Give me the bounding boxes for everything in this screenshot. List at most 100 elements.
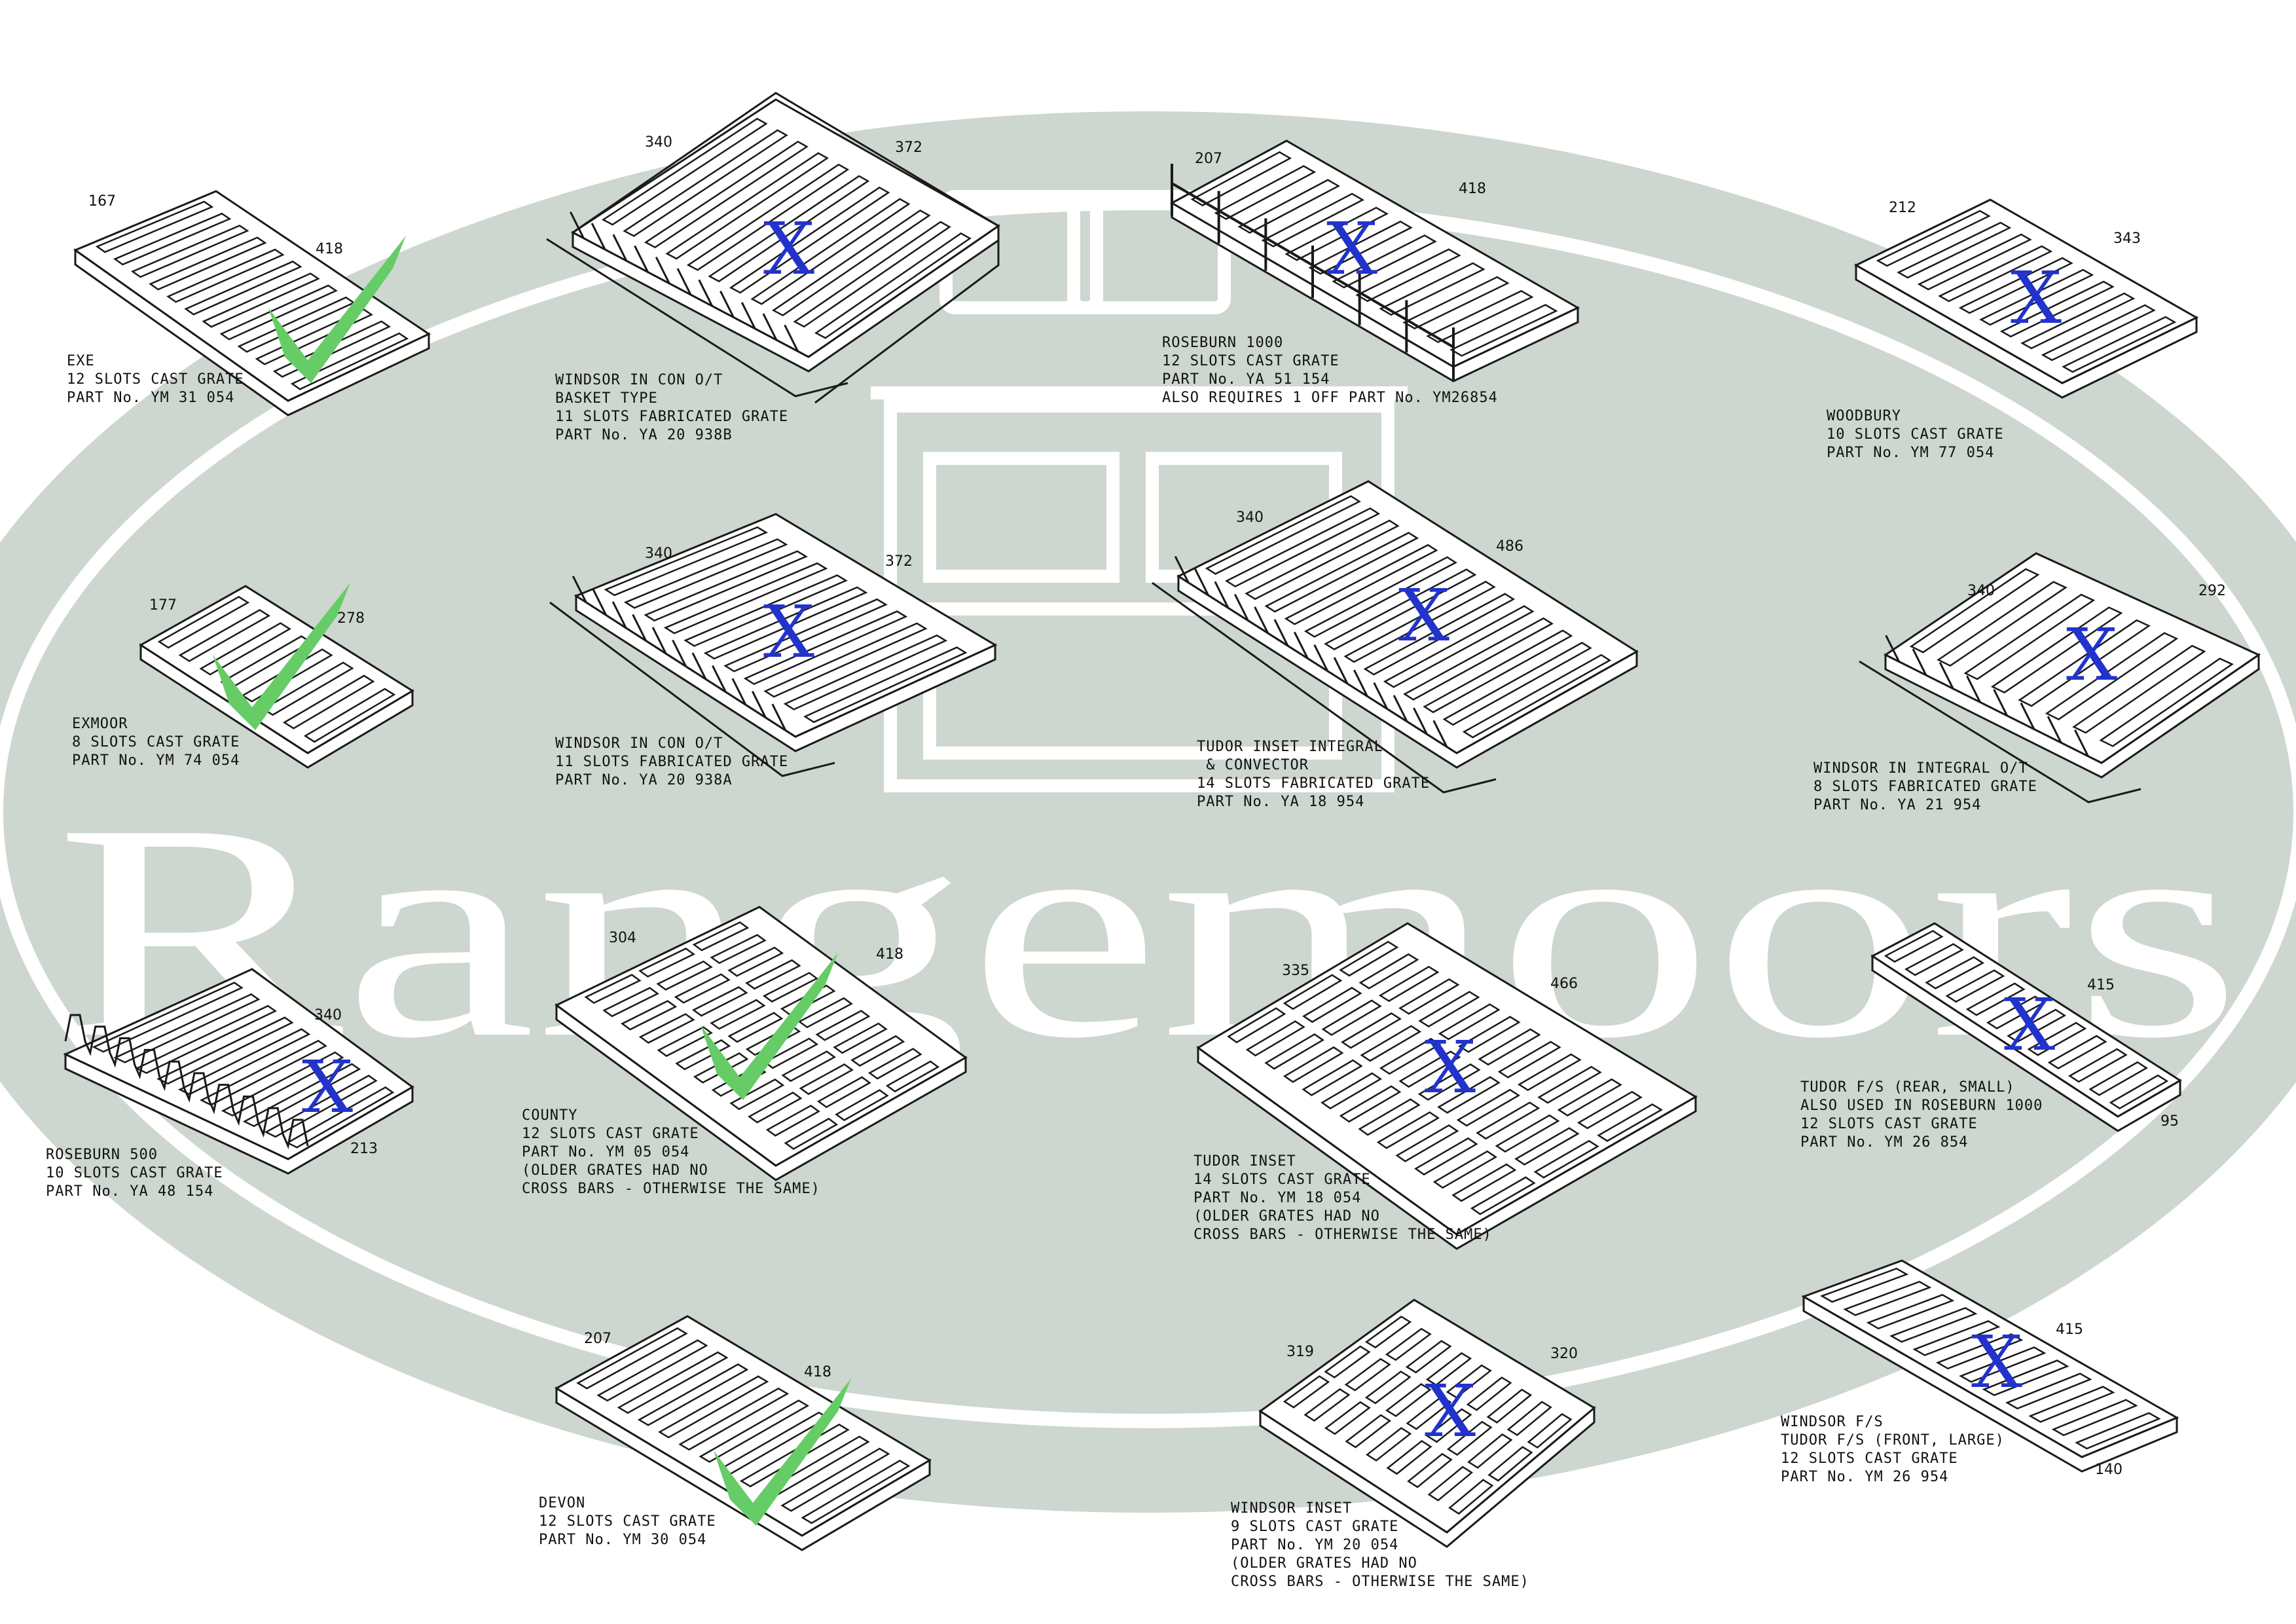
grate-slot	[113, 212, 232, 266]
grate-fin	[691, 652, 707, 680]
grate-drawing-exmoor	[139, 585, 414, 769]
grate-slot	[816, 1076, 871, 1109]
grate-slot	[657, 1026, 713, 1058]
grate-slot	[1897, 221, 2012, 279]
grate-slot	[1486, 1388, 1533, 1424]
grate-slot	[1237, 179, 1341, 234]
grate-slot	[1385, 1383, 1432, 1418]
grate-slot	[644, 140, 809, 249]
dimension-label: 418	[1459, 181, 1486, 197]
grate-slot	[1963, 593, 2096, 680]
grate-slot	[1414, 1137, 1478, 1176]
grate-slot	[166, 248, 285, 303]
grate-slot	[1358, 953, 1419, 989]
grate-fin	[1413, 707, 1428, 735]
grate-label-line: 9 SLOTS CAST GRATE	[1231, 1519, 1399, 1535]
grate-label-line: CROSS BARS - OTHERWISE THE SAME)	[1194, 1227, 1492, 1243]
grate-slot	[1402, 276, 1510, 330]
grate-fin	[655, 257, 670, 284]
grate-slot	[199, 622, 291, 676]
dimension-label: 95	[2160, 1113, 2179, 1130]
grate-slot	[1537, 1065, 1602, 1104]
grate-slot	[1358, 1098, 1421, 1136]
grate-slot	[1917, 233, 2032, 291]
grate-slot	[1264, 532, 1419, 613]
cross-mark-icon: X	[2066, 613, 2118, 697]
grate-slot	[199, 1039, 327, 1106]
grate-slot	[2045, 632, 2179, 720]
grate-slot	[601, 117, 768, 226]
grate-slot	[1982, 1359, 2069, 1397]
grate-slot	[1904, 943, 1964, 976]
grate-fin	[784, 324, 799, 352]
grate-slot	[797, 997, 853, 1029]
grate-slot	[1446, 1420, 1493, 1456]
grate-slot	[1345, 1414, 1392, 1449]
grate-label-line: WINDSOR IN CON O/T	[555, 372, 723, 388]
grate-slot	[1385, 1327, 1432, 1361]
grate-slot	[1458, 1016, 1521, 1053]
grate-slot	[885, 1060, 940, 1093]
grate-slot	[763, 1037, 819, 1069]
grate-slot	[868, 1048, 922, 1080]
grate-slot	[784, 1117, 839, 1151]
grate-label-line: WINDSOR IN INTEGRAL O/T	[1813, 760, 2028, 777]
grate-drawing-tudor-inset-integral	[1152, 480, 1639, 794]
grate-slot	[1321, 999, 1382, 1036]
grate-slot	[285, 1086, 395, 1149]
dimension-label: 207	[1195, 151, 1222, 167]
grate-slot	[1308, 220, 1413, 275]
grate-slot	[1303, 1388, 1351, 1422]
grate-slot	[1324, 568, 1477, 651]
dimension-label: 335	[1282, 963, 1309, 979]
dimension-label: 372	[895, 139, 922, 156]
grate-slot	[835, 1089, 889, 1122]
grate-slot	[675, 1039, 731, 1071]
grate-slot	[1478, 1028, 1541, 1066]
grate-fin	[2020, 702, 2035, 730]
grate-slot	[1442, 642, 1592, 726]
grate-slot	[1935, 1333, 2024, 1370]
grate-slot	[765, 1104, 820, 1137]
grate-slot	[2018, 619, 2151, 707]
grate-slot	[762, 972, 819, 1003]
cross-mark-icon: X	[2010, 256, 2062, 340]
grate-label-line: PART No. YA 51 154	[1162, 371, 1330, 388]
grate-fin	[1432, 720, 1448, 748]
grate-slot	[92, 982, 244, 1053]
grate-fin	[1912, 648, 1927, 676]
grate-slot	[727, 946, 784, 977]
grate-slot	[1302, 1059, 1363, 1096]
grate-slot	[1456, 1088, 1521, 1127]
grate-drawing-windsor-in-con-basket	[546, 92, 1000, 404]
dimension-label: 466	[1550, 976, 1578, 992]
grate-label-line: PART No. YM 26 954	[1781, 1469, 1949, 1485]
grate-slot	[745, 959, 801, 990]
grate-slot	[1533, 1139, 1599, 1179]
grate-slot	[221, 1051, 344, 1116]
grate-label-line: DEVON	[539, 1495, 586, 1511]
grate-label-line: EXE	[67, 353, 95, 369]
grate-label-line: EXMOOR	[72, 716, 128, 732]
grate-drawing-roseburn-500	[63, 968, 414, 1175]
grate-fin	[762, 313, 778, 341]
grate-slot	[272, 320, 392, 378]
grate-slot	[1283, 1375, 1330, 1409]
grate-slot	[674, 973, 731, 1004]
grate-slot	[850, 1035, 905, 1067]
grate-slot	[1425, 1352, 1472, 1386]
grate-top-face	[1801, 1259, 2179, 1458]
grate-slot	[264, 1075, 378, 1138]
grate-slot	[1405, 1340, 1452, 1374]
dimension-label: 340	[1236, 509, 1264, 526]
grate-label-line: TUDOR F/S (REAR, SMALL)	[1800, 1079, 2015, 1096]
grate-fin	[712, 665, 727, 693]
grate-fin	[1254, 606, 1269, 634]
grate-slot	[799, 1063, 854, 1096]
grate-label-line: COUNTY	[522, 1107, 578, 1124]
cross-mark-icon: X	[763, 207, 815, 291]
